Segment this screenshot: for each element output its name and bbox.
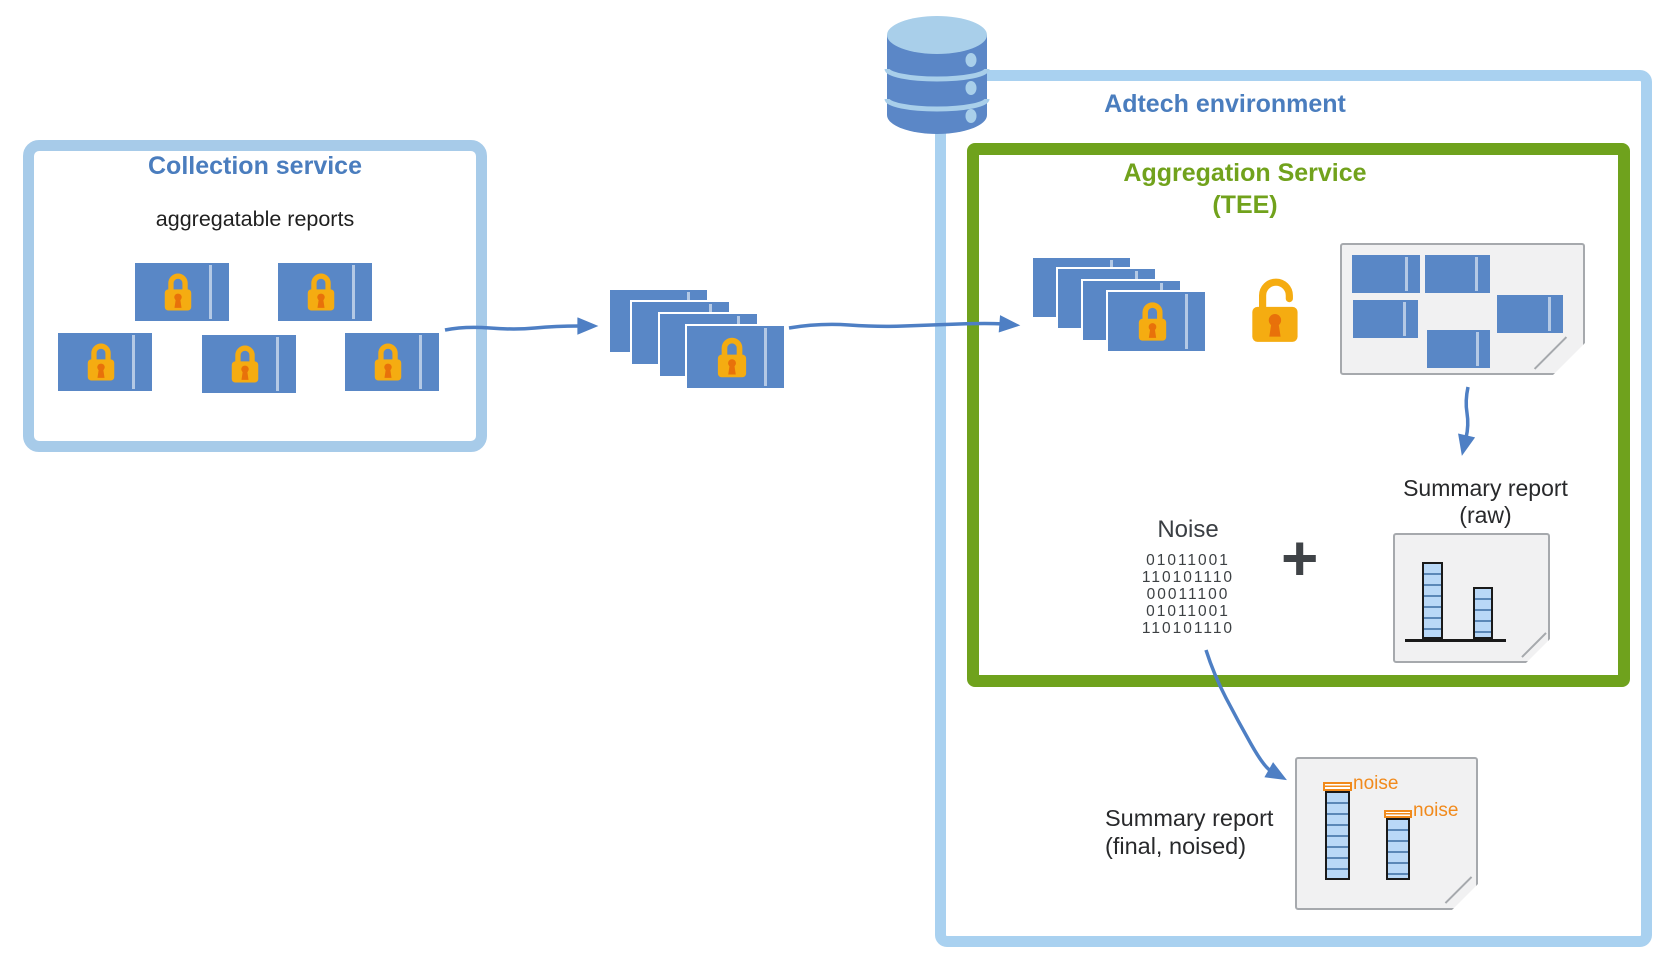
- unlock-icon: [1252, 278, 1298, 342]
- summary-report-final-line1: Summary report: [1105, 805, 1274, 831]
- noise-tag-2: noise: [1413, 800, 1459, 821]
- lock-icon: [231, 345, 259, 383]
- raw-bar-1: [1422, 562, 1443, 639]
- lock-icon: [1138, 302, 1167, 341]
- decrypted-data-block: [1427, 330, 1490, 368]
- lock-icon: [164, 273, 192, 311]
- encrypted-report: [278, 263, 372, 321]
- summary-report-final-label: Summary report (final, noised): [1105, 804, 1305, 860]
- summary-report-final-line2: (final, noised): [1105, 833, 1247, 859]
- summary-report-raw-label: Summary report (raw): [1388, 475, 1583, 529]
- summary-report-raw-document: [1393, 533, 1550, 663]
- final-bar-1: [1325, 791, 1350, 880]
- binary-line: 00011100: [1146, 586, 1230, 603]
- aggregatable-reports-label: aggregatable reports: [155, 207, 355, 231]
- lock-icon: [374, 343, 402, 381]
- binary-line: 01011001: [1146, 552, 1230, 569]
- summary-report-raw-line2: (raw): [1459, 502, 1512, 528]
- plus-sign: +: [1281, 522, 1319, 594]
- raw-bar-2: [1473, 587, 1493, 639]
- database-icon: [884, 16, 990, 134]
- aggregation-service-title-line2: (TEE): [1212, 191, 1278, 219]
- summary-report-raw-line1: Summary report: [1403, 475, 1568, 501]
- encrypted-report: [202, 335, 296, 393]
- decrypted-data-block: [1497, 295, 1563, 333]
- noise-tag-1: noise: [1353, 773, 1399, 794]
- decrypted-data-block: [1352, 255, 1420, 293]
- aggregation-service-title-line1: Aggregation Service: [1123, 159, 1367, 187]
- adtech-environment-title: Adtech environment: [1104, 90, 1346, 118]
- lock-icon: [717, 337, 746, 377]
- raw-chart-baseline: [1405, 639, 1506, 642]
- aggregation-service-title: Aggregation Service (TEE): [990, 157, 1500, 221]
- binary-line: 01011001: [1146, 603, 1230, 620]
- tee-report-batch-front: [1108, 292, 1205, 351]
- encrypted-report: [345, 333, 439, 391]
- collection-service-title: Collection service: [148, 152, 362, 180]
- noise-cap-2: [1384, 810, 1412, 818]
- collection-service-box: [23, 140, 487, 452]
- decrypted-data-block: [1353, 300, 1418, 338]
- noise-binary-block: 01011001 110101110 00011100 01011001 110…: [1113, 552, 1263, 637]
- lock-icon: [87, 343, 115, 381]
- decrypted-data-block: [1425, 255, 1490, 293]
- lock-icon: [307, 273, 335, 311]
- report-batch-front: [687, 326, 784, 388]
- noise-label: Noise: [1157, 516, 1219, 543]
- binary-line: 110101110: [1141, 569, 1235, 586]
- final-bar-2: [1386, 818, 1410, 880]
- encrypted-report: [135, 263, 229, 321]
- binary-line: 110101110: [1141, 620, 1235, 637]
- encrypted-report: [58, 333, 152, 391]
- noise-cap-1: [1323, 782, 1352, 791]
